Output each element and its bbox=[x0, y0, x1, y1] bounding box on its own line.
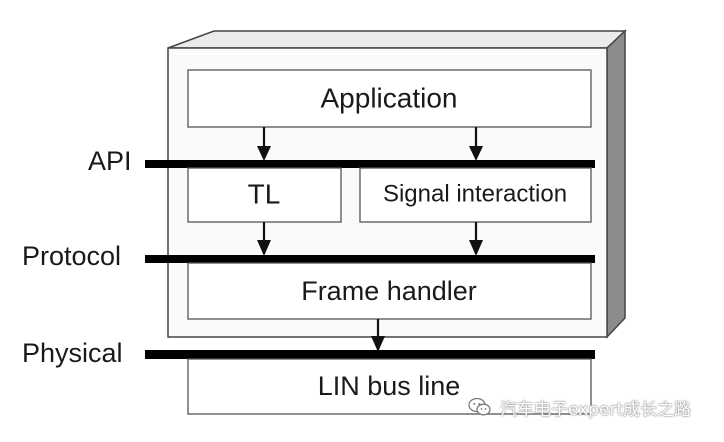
housing-top-face bbox=[167, 30, 627, 49]
arrow-app-to-signal bbox=[469, 127, 483, 161]
watermark: 汽车电子expert成长之路 bbox=[468, 392, 691, 422]
lin-bus-line-block bbox=[187, 358, 592, 415]
tl-label: TL bbox=[248, 179, 281, 210]
arrow-signal-to-protocol bbox=[469, 222, 483, 256]
arrow-frame-to-physical bbox=[371, 319, 385, 352]
watermark-text: 汽车电子expert成长之路 bbox=[500, 399, 692, 420]
protocol-bar bbox=[145, 255, 595, 263]
frame-handler-block bbox=[187, 262, 592, 320]
lin-bus-line-label: LIN bus line bbox=[318, 371, 461, 401]
arrow-app-to-tl bbox=[257, 127, 271, 161]
signal-interaction-label: Signal interaction bbox=[383, 181, 567, 208]
application-block bbox=[187, 69, 592, 128]
arrow-tl-to-protocol bbox=[257, 222, 271, 256]
signal-interaction-block bbox=[359, 167, 592, 223]
housing-side-face bbox=[606, 29, 626, 339]
application-label: Application bbox=[321, 83, 458, 114]
protocol-label: Protocol bbox=[22, 241, 121, 271]
frame-handler-label: Frame handler bbox=[301, 276, 477, 306]
api-label: API bbox=[88, 146, 132, 176]
tl-block bbox=[187, 167, 342, 223]
physical-bar bbox=[145, 350, 595, 359]
physical-label: Physical bbox=[22, 338, 123, 368]
wechat-icon bbox=[468, 397, 491, 416]
api-bar bbox=[145, 160, 595, 168]
